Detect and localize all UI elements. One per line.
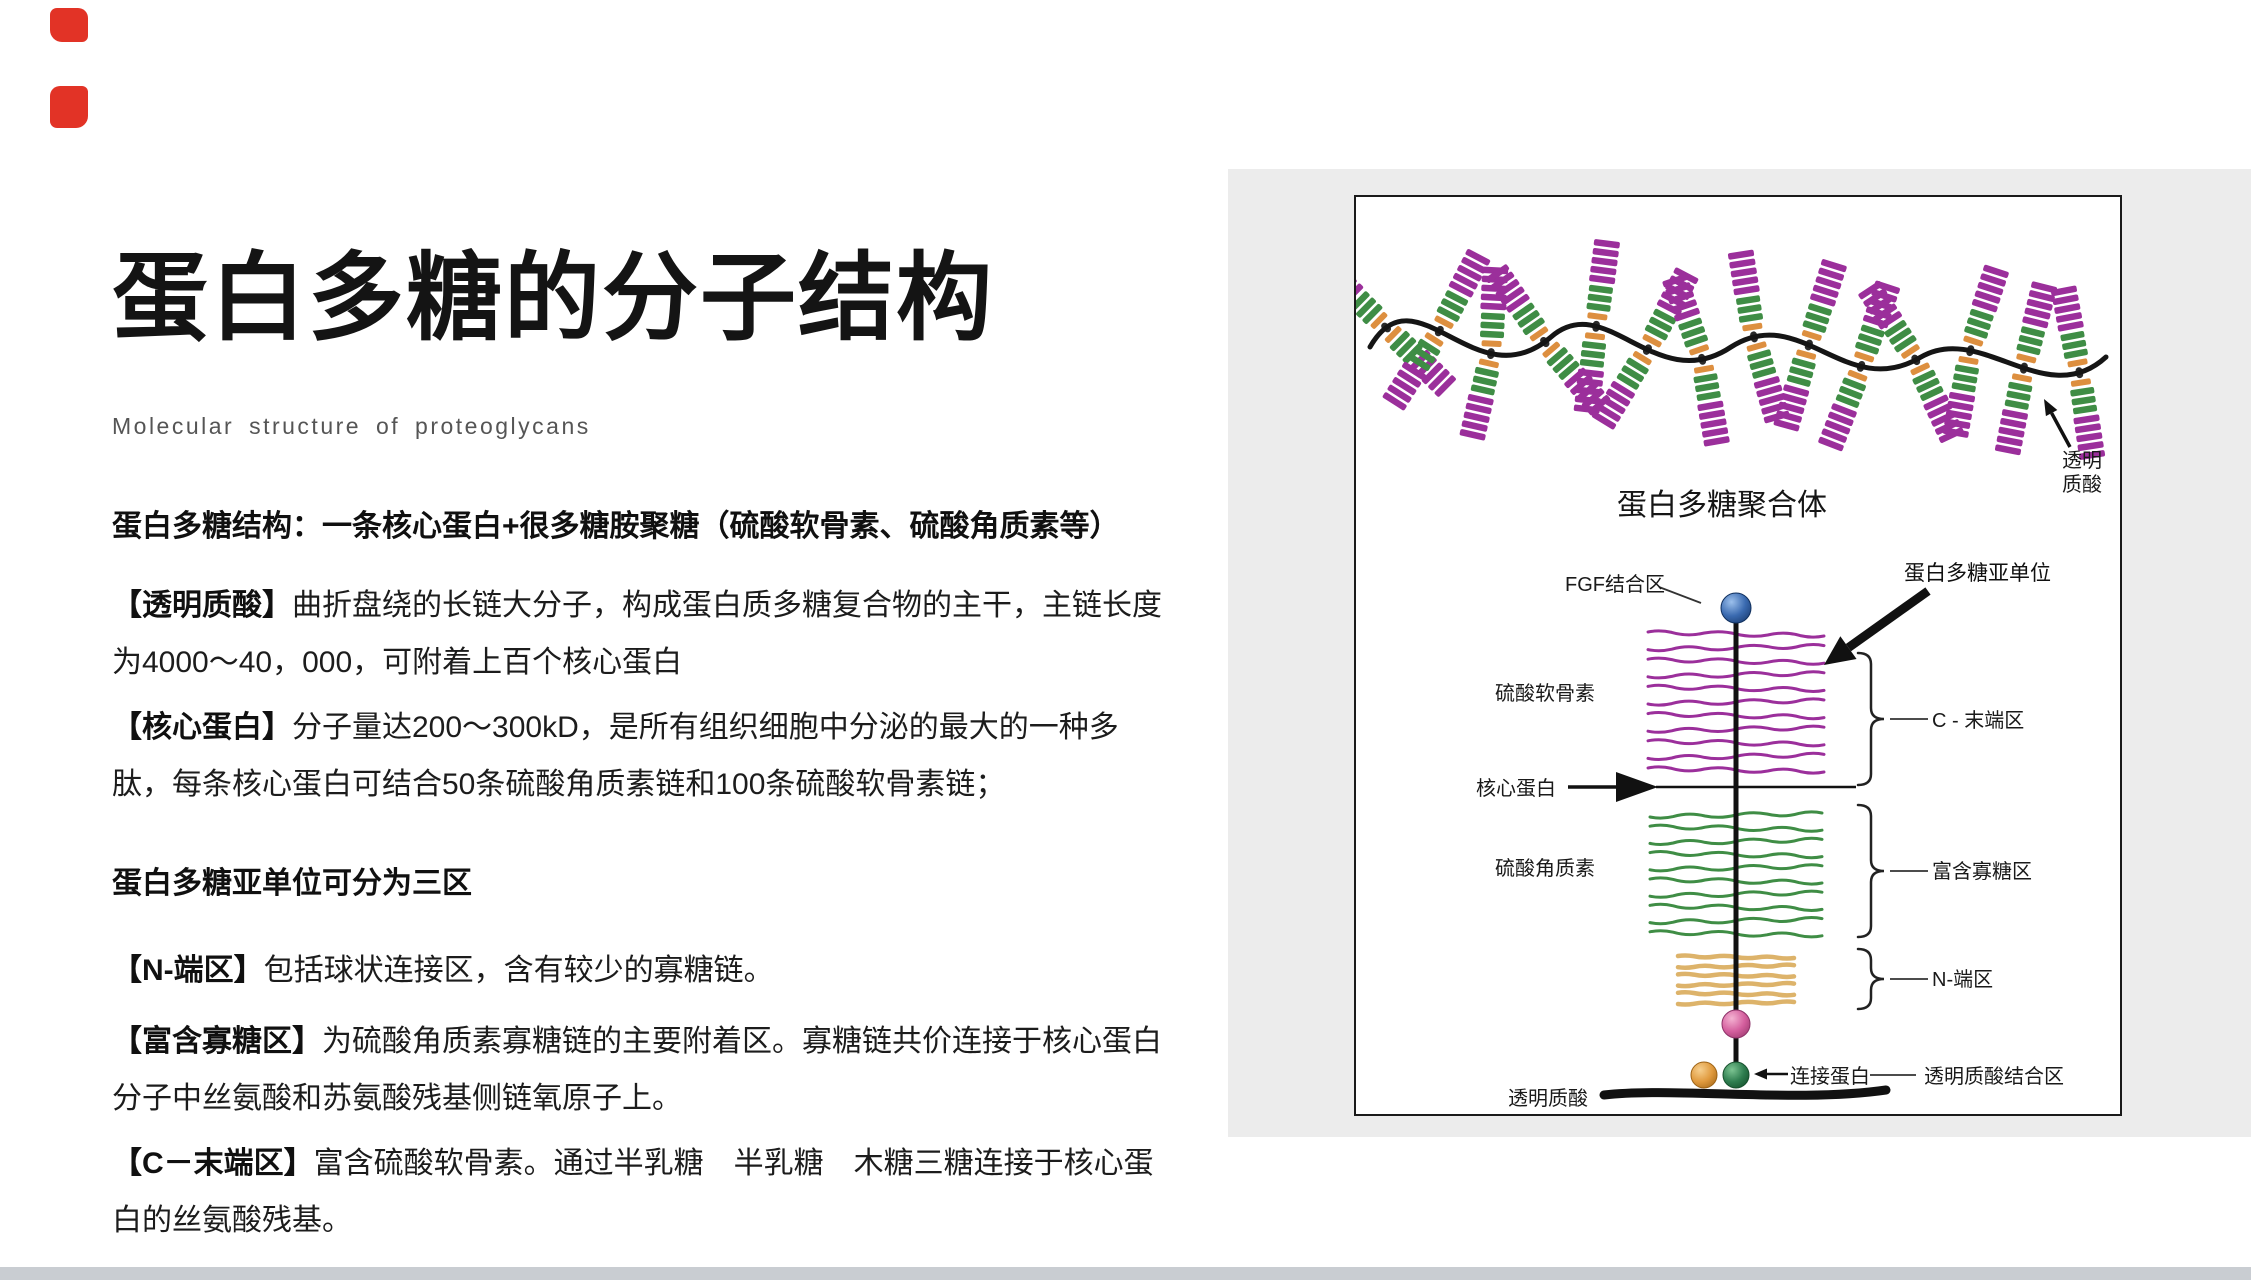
term-n-terminal: 【N-端区】 (112, 954, 264, 988)
globular-domain-ball (1721, 1009, 1751, 1039)
page-subtitle: Molecular structure of proteoglycans (112, 413, 591, 440)
red-mark-icon (50, 8, 88, 42)
n-terminal-paragraph: 【N-端区】包括球状连接区，含有较少的寡糖链。 (112, 942, 1162, 999)
c-terminal-text: 富含硫酸软骨素。通过半乳糖 半乳糖 木糖三糖连接于核心蛋白的丝氨酸残基。 (112, 1147, 1154, 1238)
term-oligo-rich: 【富含寡糖区】 (112, 1025, 322, 1059)
page-title: 蛋白多糖的分子结构 (112, 245, 994, 353)
term-c-terminal: 【C－末端区】 (112, 1147, 314, 1181)
diagram-annotations (1568, 399, 2072, 1080)
core-protein-label: 核心蛋白 (1476, 777, 1556, 800)
figure-panel: 蛋白多糖聚合体 透明 质酸 蛋白多糖亚单位 FGF结合区 硫酸软骨素 核心蛋白 … (1228, 169, 2251, 1137)
proteoglycan-figure: 蛋白多糖聚合体 透明 质酸 蛋白多糖亚单位 FGF结合区 硫酸软骨素 核心蛋白 … (1354, 195, 2122, 1116)
c-terminal-region-label: C - 末端区 (1932, 709, 2024, 732)
link-protein-ball-right (1722, 1061, 1750, 1089)
fgf-region-label: FGF结合区 (1565, 573, 1665, 596)
hyaluronic-acid-paragraph: 【透明质酸】曲折盘绕的长链大分子，构成蛋白质多糖复合物的主干，主链长度为4000… (112, 577, 1162, 691)
zones-subheading: 蛋白多糖亚单位可分为三区 (112, 867, 472, 901)
core-protein-paragraph: 【核心蛋白】分子量达200～300kD，是所有组织细胞中分泌的最大的一种多肽，每… (112, 699, 1162, 813)
oligo-rich-region-label: 富含寡糖区 (1932, 860, 2032, 883)
hyaluronic-backbone (1367, 318, 2109, 378)
hyaluronic-acid-line (1599, 1085, 1891, 1100)
core-protein-text: 分子量达200～300kD，是所有组织细胞中分泌的最大的一种多肽，每条核心蛋白可… (112, 711, 1119, 802)
n-terminal-text: 包括球状连接区，含有较少的寡糖链。 (263, 954, 774, 988)
subunit-label: 蛋白多糖亚单位 (1904, 562, 2051, 585)
aggregate-label: 蛋白多糖聚合体 (1617, 489, 1827, 522)
link-protein-label: 连接蛋白 (1790, 1065, 1870, 1088)
term-core-protein: 【核心蛋白】 (112, 711, 292, 745)
term-hyaluronic-acid: 【透明质酸】 (112, 589, 292, 623)
ha-binding-region-label: 透明质酸结合区 (1924, 1065, 2064, 1088)
subunit-bristles (1646, 629, 1826, 1007)
structure-summary: 蛋白多糖结构：一条核心蛋白+很多糖胺聚糖（硫酸软骨素、硫酸角质素等） (112, 510, 1120, 544)
c-terminal-paragraph: 【C－末端区】富含硫酸软骨素。通过半乳糖 半乳糖 木糖三糖连接于核心蛋白的丝氨酸… (112, 1135, 1162, 1249)
text-column: 蛋白多糖的分子结构 Molecular structure of proteog… (112, 185, 1162, 1249)
hyaluronic-top-label-line2: 质酸 (2062, 473, 2102, 496)
oligo-rich-text: 为硫酸角质素寡糖链的主要附着区。寡糖链共价连接于核心蛋白分子中丝氨酸和苏氨酸残基… (112, 1025, 1162, 1116)
oligo-rich-paragraph: 【富含寡糖区】为硫酸角质素寡糖链的主要附着区。寡糖链共价连接于核心蛋白分子中丝氨… (112, 1013, 1162, 1127)
hyaluronic-top-label-line1: 透明 (2062, 449, 2102, 472)
hyaluronic-acid-text: 曲折盘绕的长链大分子，构成蛋白质多糖复合物的主干，主链长度为4000～40，00… (112, 589, 1162, 680)
keratan-sulfate-label: 硫酸角质素 (1495, 857, 1595, 880)
hyaluronic-bottom-label: 透明质酸 (1508, 1087, 1588, 1110)
link-protein-ball-left (1690, 1061, 1718, 1089)
chondroitin-sulfate-label: 硫酸软骨素 (1495, 682, 1595, 705)
n-terminal-region-label: N-端区 (1932, 968, 1993, 991)
proteoglycan-diagram: 蛋白多糖聚合体 透明 质酸 蛋白多糖亚单位 FGF结合区 硫酸软骨素 核心蛋白 … (1356, 238, 2109, 1110)
bottom-edge-strip (0, 1267, 2251, 1280)
fgf-ball (1720, 592, 1752, 624)
red-mark-icon (50, 86, 88, 128)
